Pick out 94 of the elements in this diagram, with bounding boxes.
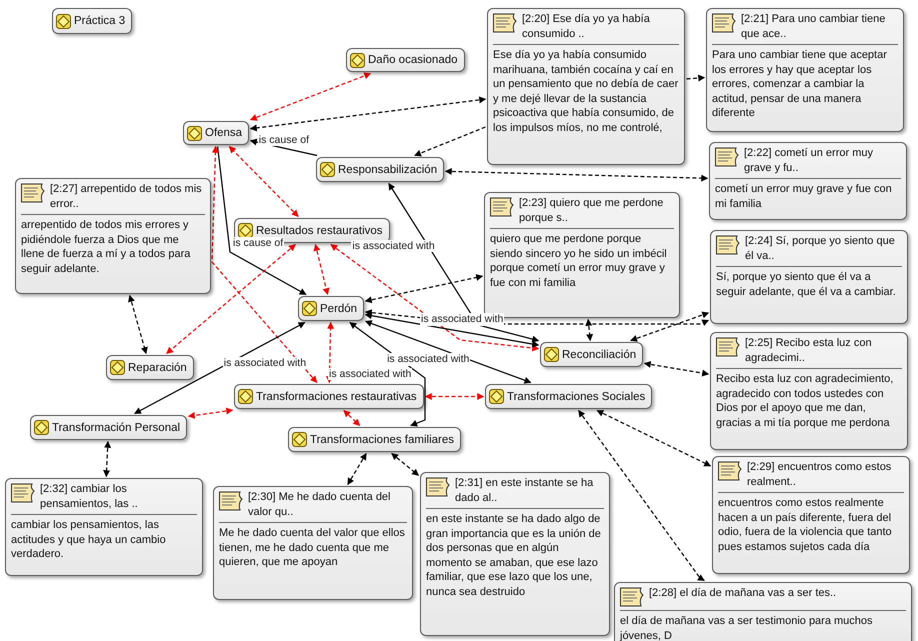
code-box (316, 157, 444, 182)
edge-label: is associated with (328, 368, 412, 380)
arrow (217, 146, 307, 296)
quotation-title: [2:30] Me he dado cuenta del valor qu.. (248, 490, 392, 520)
quotation-text: quiero que me perdone porque siendo sincero yo he sido un imbécil porque cometí un error muy grave y fue con mi familia (490, 232, 668, 290)
code-label: Transformaciones Sociales (507, 390, 646, 402)
quotation-text: el día de mañana vas a ser testimonio para muchos jóvenes, D (620, 614, 874, 641)
code-box (298, 296, 364, 321)
arrow (585, 318, 594, 342)
quotation-text: encuentros como estos realmente hacen a un país diferente, fuera del odio, fuera de la violencia que tanto pues estamos sujetos cada día (718, 496, 893, 554)
code-box (30, 415, 188, 440)
arrow (391, 453, 420, 476)
quotation-card (5, 478, 203, 576)
quotation-title: [2:27] arrepentido de todos mis error.. (50, 182, 203, 212)
arrow (211, 146, 318, 384)
quotation-title: [2:31] en este instante se ha dado al.. (455, 476, 594, 506)
arrow (330, 244, 540, 352)
arrow (388, 182, 540, 342)
quotation-title: [2:29] encuentros como estos realment.. (747, 460, 892, 490)
code-label: Reparación (128, 362, 187, 374)
code-box (485, 384, 652, 409)
quotation-card (614, 582, 912, 641)
arrow (414, 126, 486, 156)
quotation-text: Para uno cambiar tiene que aceptar los errores y hay que aceptar los errores, comenzar a cambiar la actitud, pensar de una manera diferente (712, 48, 888, 121)
arrow (364, 312, 540, 348)
arrow (444, 168, 708, 182)
quotation-title: [2:22] cometí un error muy grave y fu.. (744, 146, 874, 176)
code-box (234, 384, 424, 409)
quotation-text: Recibo esta luz con agradecimiento, agradecido con todos ustedes con Dios por el apoyo que me dan, gracias a mi tía porque me perdona (716, 372, 894, 430)
code-label: Transformaciones restaurativas (256, 390, 417, 402)
quotation-card (709, 142, 907, 220)
arrow (250, 72, 372, 121)
quotation-text: cambiar los pensamientos, las actitudes y que haya un cambio verdadero. (11, 518, 167, 562)
quotation-card (15, 178, 211, 294)
quotation-text: en este instante se ha dado algo de gran importancia que es la unión de dos personas que en algún momento se amaban, que ese lazo familiar, que ese lazo que los une, nunca sea destruido (426, 512, 602, 600)
code-box (346, 48, 465, 72)
quotation-title: [2:28] el día de mañana vas a ser tes.. (649, 586, 836, 601)
edge-label: is associated with (351, 240, 436, 252)
quotation-card (710, 332, 908, 450)
quotation-text: Me he dado cuenta del valor que ellos tienen, me he dado cuenta que me quieren, que me apoyan (219, 526, 406, 570)
arrow (103, 440, 112, 478)
quotation-card (710, 230, 908, 324)
edge-label: is associated with (420, 313, 504, 326)
arrow (596, 410, 712, 466)
code-box (540, 342, 644, 367)
arrow (343, 410, 360, 426)
quotation-title: [2:25] Recibo esta luz con agradecimi.. (745, 336, 873, 366)
quotation-text: cometí un error muy grave y fue con mi familia (715, 182, 893, 212)
code-label: Daño ocasionado (368, 54, 458, 66)
arrow (364, 274, 484, 304)
arrow (188, 408, 234, 419)
code-box (106, 355, 194, 380)
quotation-title: [2:24] Sí, porque yo siento que él va.. (745, 234, 896, 264)
code-label: Perdón (320, 302, 358, 314)
quotation-title: [2:21] Para uno cambiar tiene que ace.. (741, 12, 886, 42)
quotation-text: arrepentido de todos mis errores y pidiéndole fuerza a Dios que me llene de fuerza a mí y a todos para seguir adelante. (21, 218, 192, 276)
arrow (134, 322, 306, 414)
code-box (288, 427, 462, 452)
code-label: Ofensa (205, 127, 242, 139)
arrow (644, 360, 710, 377)
quotation-card (420, 472, 610, 636)
edge-label: is cause of (258, 134, 310, 146)
code-label: Responsabilización (338, 164, 438, 176)
arrow (347, 452, 367, 486)
code-label: Práctica 3 (74, 15, 126, 27)
quotation-text: Ese día yo ya había consumido marihuana, también cocaína y caí en un pensamiento que no debía de caer y me dejé llevar de la sustancia psicoactiva que había consumido, de los impulsos míos, no me controlé, (493, 48, 679, 136)
edge-label: is associated with (222, 356, 308, 370)
code-label: Resultados restaurativos (256, 224, 383, 236)
arrow (424, 393, 484, 400)
arrow (578, 410, 705, 582)
quotation-card (706, 8, 904, 132)
arrow (228, 146, 299, 217)
arrow (630, 312, 710, 342)
arrow (364, 320, 532, 384)
quotation-card (487, 8, 685, 165)
code-label: Reconciliación (562, 348, 636, 360)
quotation-title: [2:23] quiero que me perdone porque s.. (519, 196, 664, 226)
code-label: Transformaciones familiares (310, 434, 454, 446)
arrow (314, 244, 330, 296)
quotation-title: [2:20] Ese día yo ya había consumido .. (522, 12, 651, 42)
arrow (326, 322, 334, 384)
arrow (250, 96, 486, 132)
quotation-text: Sí, porque yo siento que él va a seguir adelante, que él va a cambiar. (716, 270, 897, 300)
quotation-title: [2:32] cambiar los pensamientos, las .. (40, 482, 139, 512)
quotation-card (712, 456, 910, 574)
arrow (128, 294, 148, 354)
edge-label: is associated with (386, 353, 470, 366)
code-box (52, 8, 132, 34)
arrow (686, 74, 706, 82)
edge-label: is cause of (232, 236, 284, 250)
quotation-card (213, 486, 413, 600)
code-label: Transformación Personal (52, 422, 180, 434)
arrow (166, 244, 296, 354)
code-box (183, 121, 250, 145)
